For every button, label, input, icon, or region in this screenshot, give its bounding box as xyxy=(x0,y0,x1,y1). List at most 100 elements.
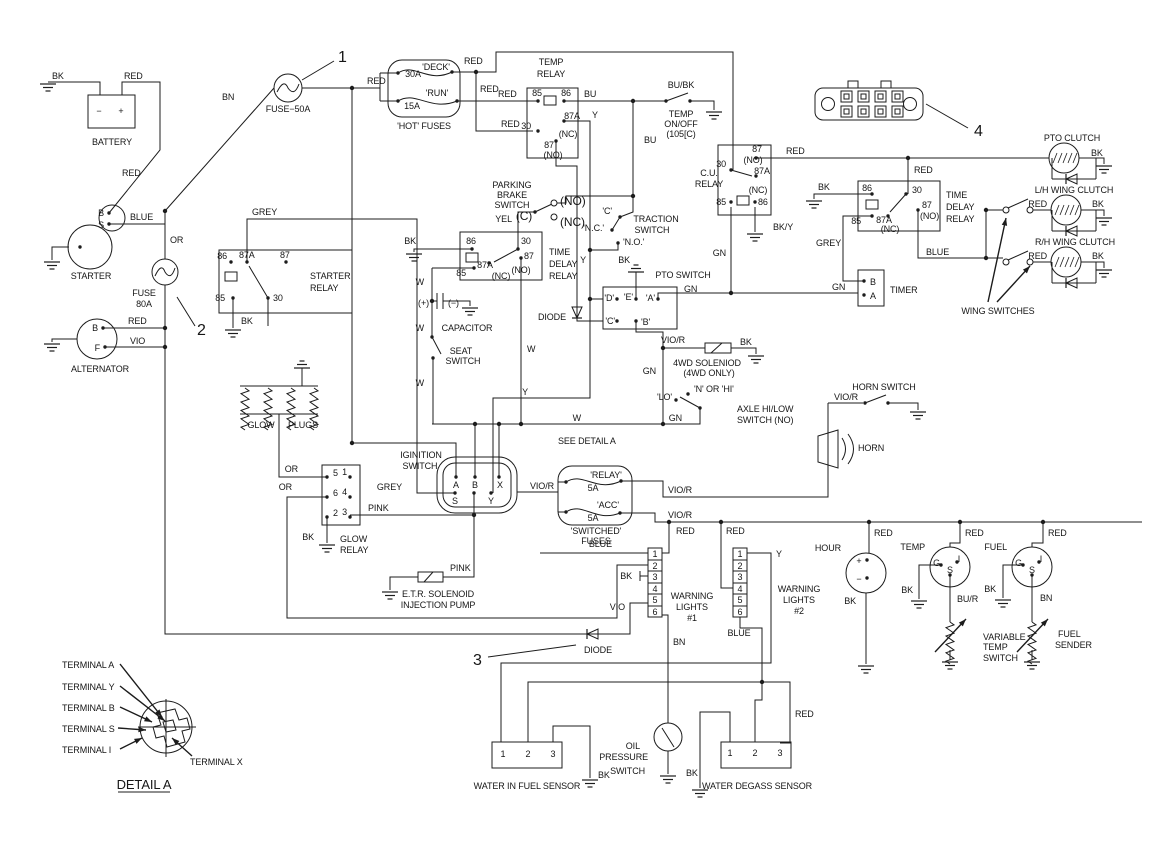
wire-label-gn: GN xyxy=(643,366,656,376)
terminal-dot xyxy=(348,495,352,499)
wire-label-blue: BLUE xyxy=(727,628,750,638)
hour-plus: + xyxy=(856,556,861,566)
terminal-dot xyxy=(863,401,867,405)
wire xyxy=(949,522,961,547)
terminal-dot xyxy=(886,214,890,218)
terminal-dot xyxy=(686,392,690,396)
wire-label-red: RED xyxy=(1028,199,1047,209)
wire-label-y: Y xyxy=(776,549,782,559)
pto-clutch-label: PTO CLUTCH xyxy=(1044,133,1100,143)
component-circle xyxy=(67,224,113,270)
cu-term-86: 86 xyxy=(758,197,768,207)
wire-label-bk: BK xyxy=(620,571,632,581)
terminal-x-label: TERMINAL X xyxy=(190,757,243,767)
wire xyxy=(663,408,701,425)
wire xyxy=(452,51,734,170)
junction-dot xyxy=(471,512,477,518)
connector-pin xyxy=(843,93,850,100)
cu-relay-label2: RELAY xyxy=(695,179,723,189)
terminal-dot xyxy=(948,573,952,577)
cu-term-30: 30 xyxy=(716,159,726,169)
pointer-arrow xyxy=(996,265,1031,303)
wire xyxy=(564,120,591,250)
wire-label-gn: GN xyxy=(684,284,697,294)
oil-label2: PRESSURE xyxy=(599,752,648,762)
component-box xyxy=(459,231,543,281)
wds-label: WATER DEGASS SENSOR xyxy=(702,781,813,791)
arrow-head xyxy=(1040,619,1048,627)
pointer-arrow xyxy=(987,217,1007,303)
component-box xyxy=(717,144,772,216)
vts-label3: SWITCH xyxy=(983,653,1018,663)
junction-dot xyxy=(162,208,168,214)
sf-acc: 'ACC' xyxy=(597,500,619,510)
component-rounded-box xyxy=(436,456,518,514)
detail-a-title: DETAIL A xyxy=(117,777,172,792)
fwd-solenoid-label2: (4WD ONLY) xyxy=(683,368,734,378)
connector-pin xyxy=(894,108,901,115)
wire-label-gn: GN xyxy=(669,413,682,423)
wire xyxy=(730,169,753,177)
wire xyxy=(1079,157,1105,164)
wire xyxy=(487,644,577,658)
wire xyxy=(554,195,633,204)
t2-term-30: 30 xyxy=(912,185,922,195)
junction-dot xyxy=(162,344,168,350)
terminal-dot xyxy=(729,200,733,204)
junction-dot xyxy=(728,290,734,296)
terminal-dot xyxy=(939,563,943,567)
cu-relay-label1: C.U. xyxy=(700,168,718,178)
t1-term-no: (NO) xyxy=(511,265,530,275)
wire-label-red: RED xyxy=(501,119,520,129)
fuse-run-amps: 15A xyxy=(404,101,420,111)
terminal-dot xyxy=(519,256,523,260)
wire xyxy=(552,725,591,778)
wire xyxy=(389,576,418,590)
t1-term-85: 85 xyxy=(456,268,466,278)
terminal-dot xyxy=(688,99,692,103)
starter-term-s: S xyxy=(98,220,104,230)
coil-hatch-icon xyxy=(1062,152,1068,164)
etr-label1: E.T.R. SOLENOID xyxy=(402,589,475,599)
t1-term-87a: 87A xyxy=(477,260,493,270)
wire xyxy=(431,336,442,355)
terminal-dot xyxy=(955,560,959,564)
relay-coil xyxy=(736,195,750,206)
wire-label-bn: BN xyxy=(673,637,685,647)
arrow-head xyxy=(1022,266,1030,274)
junction-dot xyxy=(496,421,502,427)
axle-label2: SWITCH (NO) xyxy=(737,415,793,425)
wire-label-red: RED xyxy=(786,146,805,156)
terminal-dot xyxy=(616,241,620,245)
terminal-dot xyxy=(634,297,638,301)
contact-circle xyxy=(1002,206,1010,214)
battery-pos: + xyxy=(118,106,123,116)
wire-label-vio: VIO xyxy=(610,602,625,612)
component-circle xyxy=(903,97,917,111)
connector-cavity xyxy=(840,90,853,103)
sf-relay: 'RELAY' xyxy=(590,470,622,480)
wire-label-bk: BK xyxy=(52,71,64,81)
terminal-y-label: TERMINAL Y xyxy=(62,682,115,692)
fg-term-g: G xyxy=(1015,558,1022,568)
wl1-pin-4: 4 xyxy=(653,584,658,594)
wire xyxy=(527,681,791,744)
wire xyxy=(278,414,327,478)
junction-dot xyxy=(666,519,672,525)
component-circle xyxy=(1011,546,1053,588)
timer-term-a: A xyxy=(870,291,876,301)
fuel-gauge-label: FUEL xyxy=(984,542,1007,552)
coil-hatch-icon xyxy=(1064,204,1070,216)
item-4: 4 xyxy=(974,123,983,140)
wire-label-red: RED xyxy=(676,526,695,536)
component-rounded-box xyxy=(387,59,461,118)
wire-label-vior: VIO/R xyxy=(834,392,859,402)
ign-term-y: Y xyxy=(488,496,494,506)
wl2-pin-5: 5 xyxy=(738,595,743,605)
starter-relay-label1: STARTER xyxy=(310,271,351,281)
fuse-element xyxy=(565,478,622,486)
tg-term-s: S xyxy=(947,565,953,575)
coil-hatch-icon xyxy=(1072,152,1078,164)
wire-label-bk: BK xyxy=(984,584,996,594)
switched-fuses-label2: FUSES xyxy=(581,536,611,546)
